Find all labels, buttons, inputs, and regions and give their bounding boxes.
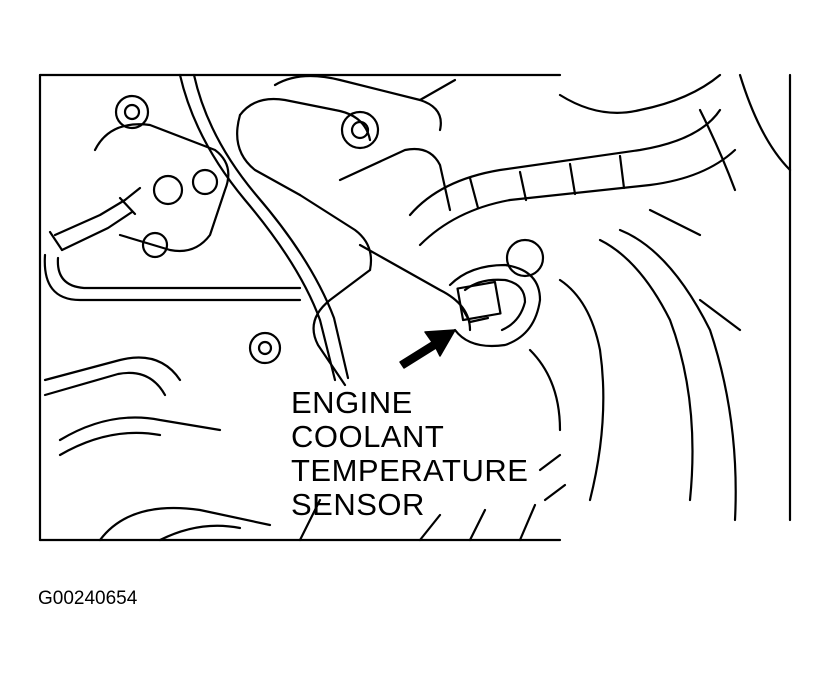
wiring-harness: [178, 73, 350, 382]
figure-code: G00240654: [38, 588, 138, 609]
engine-block: [528, 73, 792, 522]
callout-line-1: ENGINE: [291, 385, 413, 420]
mounting-bracket: [48, 94, 230, 259]
callout-line-2: COOLANT: [291, 419, 445, 454]
coolant-tube: [43, 253, 302, 457]
lower-components: [38, 453, 567, 542]
callout-line-3: TEMPERATURE: [291, 453, 529, 488]
illustration-border: [38, 73, 792, 542]
thermostat-housing: [236, 74, 472, 387]
callout-line-4: SENSOR: [291, 487, 425, 522]
arrow-icon: [399, 329, 456, 369]
sensor-fitting: [448, 238, 545, 348]
radiator-hose: [408, 108, 737, 247]
